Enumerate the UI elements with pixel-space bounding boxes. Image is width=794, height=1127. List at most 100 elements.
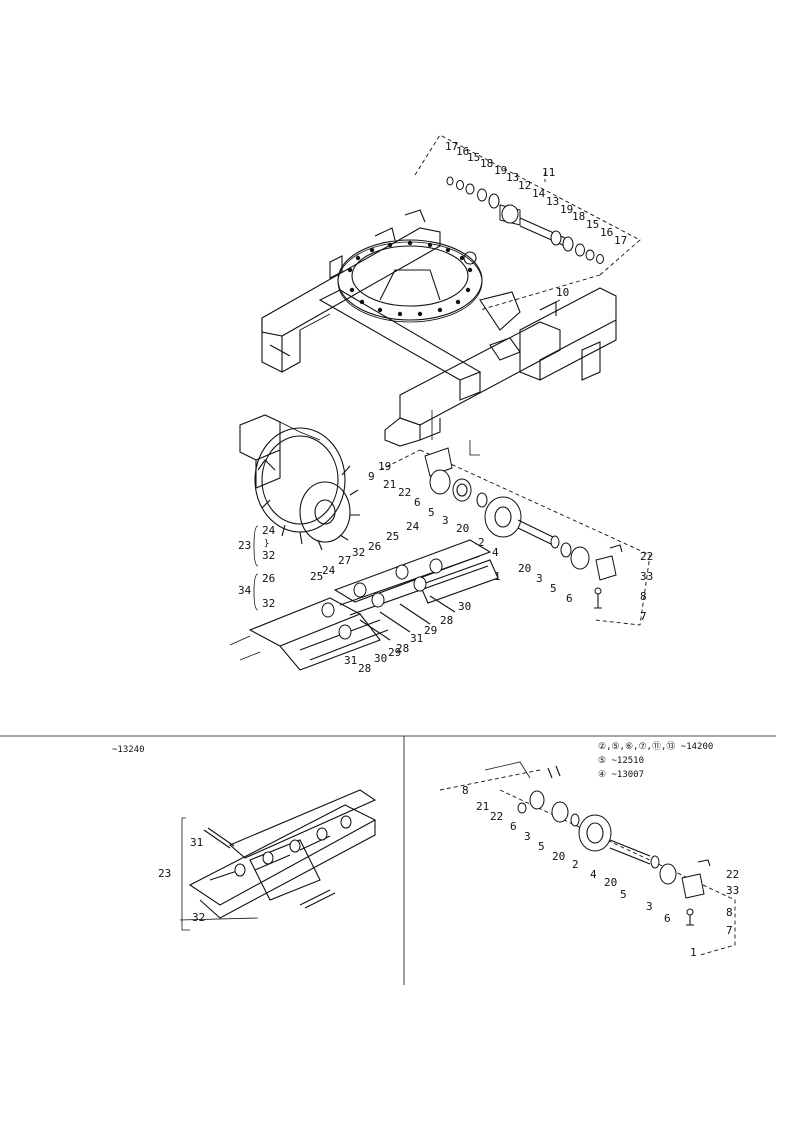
right-panel-idler-drawing [439,761,736,956]
callout-24-b: 24 [322,564,336,577]
callout-22-d: 22 [726,868,739,881]
lower-frame-drawing [261,209,617,456]
callout-6-b: 6 [566,592,573,605]
callout-18-a: 18 [480,157,493,170]
callout-31-b: 31 [344,654,357,667]
callout-6-a: 6 [414,496,421,509]
callout-3-b: 3 [536,572,543,585]
callout-28-b: 28 [396,642,409,655]
callout-33-a: 33 [640,570,653,583]
callout-19-a: 19 [494,164,507,177]
callout-4: 4 [492,546,499,559]
callout-28-c: 28 [358,662,371,675]
callout-6-c: 6 [510,820,517,833]
track-callouts: 23 24 32 } 34 26 32 25 24 27 32 26 25 24… [238,520,471,675]
callout-20-d: 20 [604,876,617,889]
callout-20-b: 20 [518,562,531,575]
callout-22-a: 22 [398,486,411,499]
callout-18-b: 18 [572,210,585,223]
callout-31-c: 31 [190,836,203,849]
callout-1-b: 1 [690,946,697,959]
callout-16-b: 16 [600,226,613,239]
section-dividers [0,735,776,985]
callout-24-c: 24 [406,520,420,533]
callout-17-a: 17 [445,140,458,153]
pin-set-outline [414,134,641,311]
callout-26-a: 26 [262,572,275,585]
callout-32-b: 32 [262,597,275,610]
callout-21-a: 21 [383,478,396,491]
right-panel-notes: ②,⑤,⑥,⑦,⑪,⑬ ~14200 ⑤ ~12510 ④ ~13007 [598,741,713,780]
svg-text:}: } [264,539,269,549]
callout-8-a: 8 [640,590,647,603]
callout-7-b: 7 [726,924,733,937]
callout-11: 11 [542,166,555,179]
note-line-3: ④ ~13007 [598,770,644,780]
callout-9: 9 [368,470,375,483]
callout-5-b: 5 [550,582,557,595]
callout-29-b: 29 [388,646,401,659]
callout-27: 27 [338,554,351,567]
callout-7-a: 7 [640,610,647,623]
callout-14: 14 [532,187,546,200]
callout-10: 10 [556,286,569,299]
callout-4-b: 4 [590,868,597,881]
callout-19-b: 19 [560,203,573,216]
left-panel-serial-note: ~13240 [112,745,145,755]
travel-motor-sprocket [239,414,360,551]
callout-24-a: 24 [262,524,276,537]
callout-31-a: 31 [410,632,423,645]
callout-3-a: 3 [442,514,449,527]
note-line-2: ⑤ ~12510 [598,756,644,766]
track-chain-drawing [229,539,499,671]
callout-6-d: 6 [664,912,671,925]
callout-25-b: 25 [386,530,399,543]
callout-17-b: 17 [614,234,627,247]
callout-30-a: 30 [458,600,471,613]
idler-assembly-outline [379,449,651,626]
idler-parts [424,447,623,609]
callout-26-b: 26 [368,540,381,553]
left-panel-callouts: 31 23 32 [158,836,205,924]
callout-28-a: 28 [440,614,453,627]
callout-20-a: 20 [456,522,469,535]
callout-30-b: 30 [374,652,387,665]
callout-23-a: 23 [238,539,251,552]
top-callouts: 17 16 15 18 19 13 12 14 13 19 18 15 16 1… [445,140,627,299]
callout-29-a: 29 [424,624,437,637]
callout-5-a: 5 [428,506,435,519]
pin-set-parts [446,176,604,264]
callout-13-b: 13 [546,195,559,208]
idler-callouts: 19 9 21 22 6 5 3 20 2 4 1 20 3 5 6 22 33… [368,460,653,623]
note-line-1: ②,⑤,⑥,⑦,⑪,⑬ ~14200 [598,741,713,752]
callout-8-c: 8 [726,906,733,919]
callout-23-b: 23 [158,867,171,880]
callout-3-c: 3 [524,830,531,843]
callout-2: 2 [478,536,485,549]
callout-16-a: 16 [456,145,469,158]
callout-8-b: 8 [462,784,469,797]
callout-25-a: 25 [310,570,323,583]
callout-5-c: 5 [538,840,545,853]
callout-22-c: 22 [490,810,503,823]
callout-3-d: 3 [646,900,653,913]
callout-32-d: 32 [192,911,205,924]
callout-19-c: 19 [378,460,391,473]
callout-21-b: 21 [476,800,489,813]
callout-22-b: 22 [640,550,653,563]
left-panel-track-drawing [179,789,377,931]
callout-5-d: 5 [620,888,627,901]
callout-2-b: 2 [572,858,579,871]
callout-12: 12 [518,179,531,192]
callout-33-b: 33 [726,884,739,897]
callout-15-a: 15 [467,151,480,164]
callout-13-a: 13 [506,171,519,184]
callout-34: 34 [238,584,252,597]
callout-32-a: 32 [262,549,275,562]
callout-15-b: 15 [586,218,599,231]
callout-20-c: 20 [552,850,565,863]
callout-32-c: 32 [352,546,365,559]
right-panel-callouts: 8 21 22 6 3 5 20 2 4 20 5 3 6 22 33 8 7 … [462,784,739,959]
